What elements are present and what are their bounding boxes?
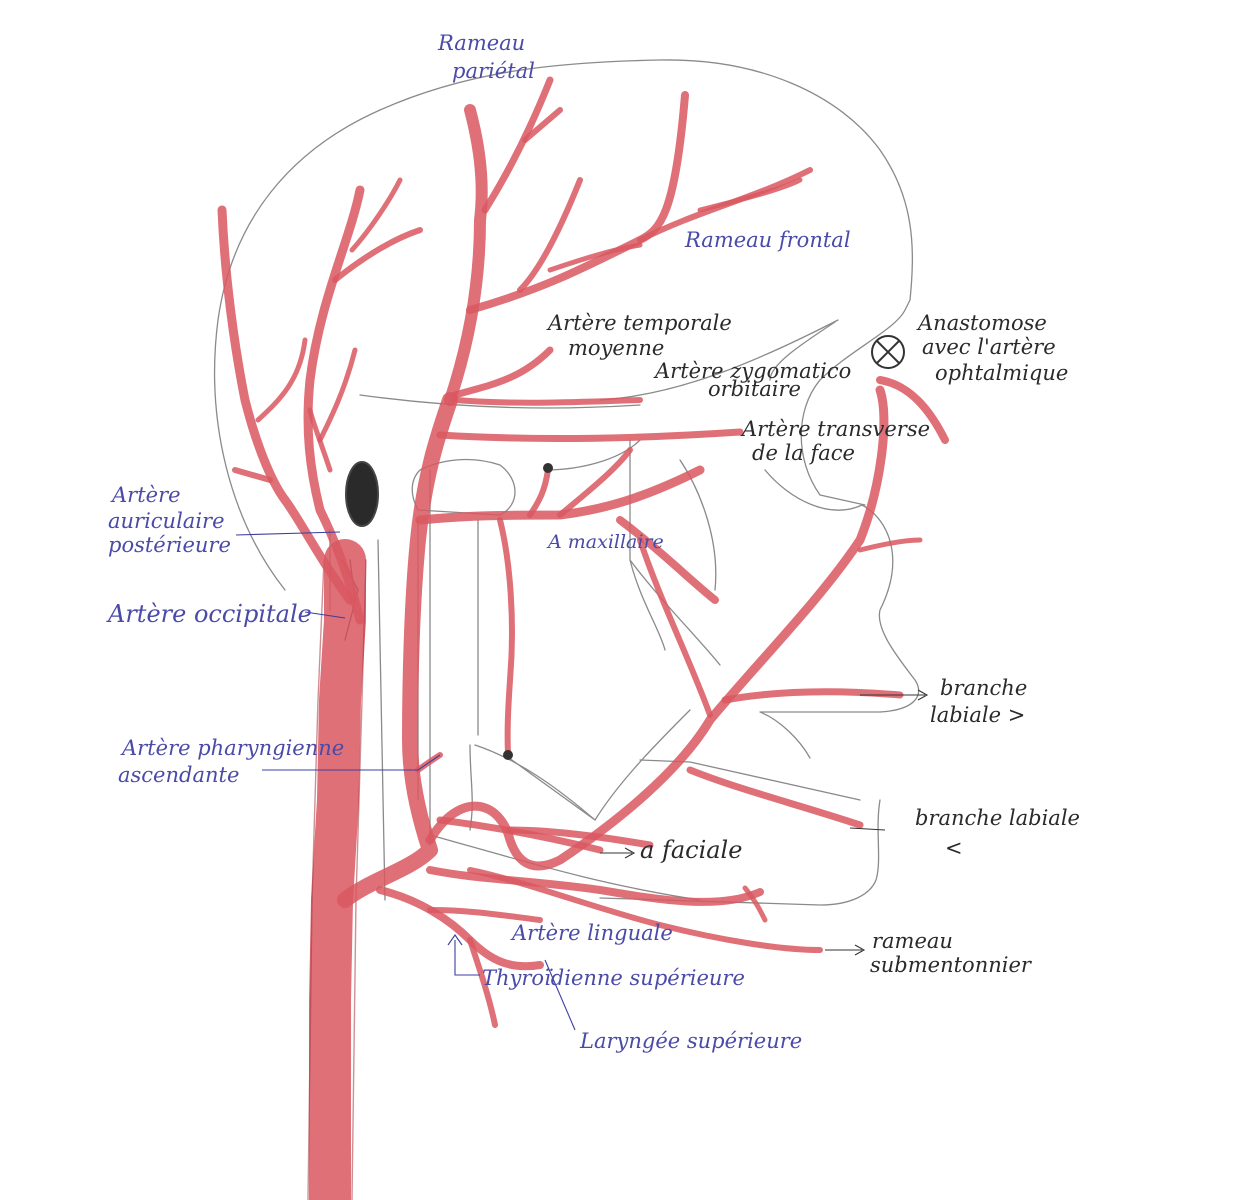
label-anastomose-line3: ophtalmique <box>935 361 1068 385</box>
label-artere-occipitale: Artère occipitale <box>106 600 312 628</box>
label-branche-labiale-1-line2: labiale > <box>930 703 1025 727</box>
label-rameau-parietal-line1: Rameau <box>437 31 525 55</box>
facial-artery <box>425 376 949 871</box>
anastomosis-marker <box>871 335 905 369</box>
label-anastomose: Anastomose avec l'artère ophtalmique <box>916 311 1068 385</box>
label-pharyngienne-line2: ascendante <box>118 763 239 787</box>
label-artere-temporale-moyenne-line2: moyenne <box>568 336 664 360</box>
lingual-artery <box>426 866 823 953</box>
label-a-maxillaire: A maxillaire <box>546 531 664 553</box>
label-rameau-parietal: Rameau pariétal <box>437 31 535 83</box>
label-auriculaire-line1: Artère <box>110 483 181 507</box>
label-anastomose-line2: avec l'artère <box>922 335 1056 359</box>
label-laryngee-superieure: Laryngée supérieure <box>579 1029 802 1053</box>
label-rameau-submentonnier: rameau submentonnier <box>870 929 1033 977</box>
occipital-artery <box>303 177 423 625</box>
superficial-temporal-artery <box>444 76 813 406</box>
label-artere-transverse-line2: de la face <box>752 441 855 465</box>
label-submentonnier-line2: submentonnier <box>870 953 1033 977</box>
label-artere-auriculaire-posterieure: Artère auriculaire postérieure <box>108 483 231 557</box>
label-artere-transverse-line1: Artère transverse <box>740 417 930 441</box>
label-thyroidienne-superieure: Thyroïdienne supérieure <box>482 966 745 990</box>
label-auriculaire-line2: auriculaire <box>108 509 225 533</box>
label-branche-labiale-2: branche labiale < <box>915 806 1080 860</box>
leader-lines <box>235 531 929 1031</box>
carotid-trunk <box>307 539 367 1200</box>
skull-outline <box>213 59 920 906</box>
label-branche-labiale-1: branche labiale > <box>930 676 1027 727</box>
label-rameau-frontal: Rameau frontal <box>684 228 851 252</box>
maxillary-artery <box>415 447 719 760</box>
label-branche-labiale-1-line1: branche <box>940 676 1027 700</box>
label-artere-linguale: Artère linguale <box>510 921 673 945</box>
label-artere-temporale-moyenne-line1: Artère temporale <box>546 311 732 335</box>
transverse-facial-artery <box>436 428 744 442</box>
label-branche-labiale-2-line1: branche labiale <box>915 806 1080 830</box>
label-submentonnier-line1: rameau <box>872 929 953 953</box>
zygomatico-orbital-artery <box>452 397 643 406</box>
external-carotid <box>337 392 458 908</box>
label-a-faciale: a faciale <box>640 836 742 864</box>
label-artere-zygomatico-line2: orbitaire <box>708 377 801 401</box>
middle-temporal-artery <box>451 346 554 399</box>
label-auriculaire-line3: postérieure <box>108 533 231 557</box>
label-artere-zygomatico-orbitaire: Artère zygomatico orbitaire <box>653 359 851 401</box>
label-anastomose-line1: Anastomose <box>916 311 1047 335</box>
label-artere-temporale-moyenne: Artère temporale moyenne <box>546 311 732 360</box>
label-branche-labiale-2-line2: < <box>945 836 963 860</box>
label-artere-zygomatico-line1: Artère zygomatico <box>653 359 851 383</box>
label-artere-transverse-face: Artère transverse de la face <box>740 417 930 465</box>
label-artere-pharyngienne-ascendante: Artère pharyngienne ascendante <box>118 736 344 787</box>
label-rameau-parietal-line2: pariétal <box>452 59 535 83</box>
posterior-auricular-artery <box>217 205 355 605</box>
superior-thyroid-artery <box>376 886 544 1028</box>
label-pharyngienne-line1: Artère pharyngienne <box>120 736 344 760</box>
